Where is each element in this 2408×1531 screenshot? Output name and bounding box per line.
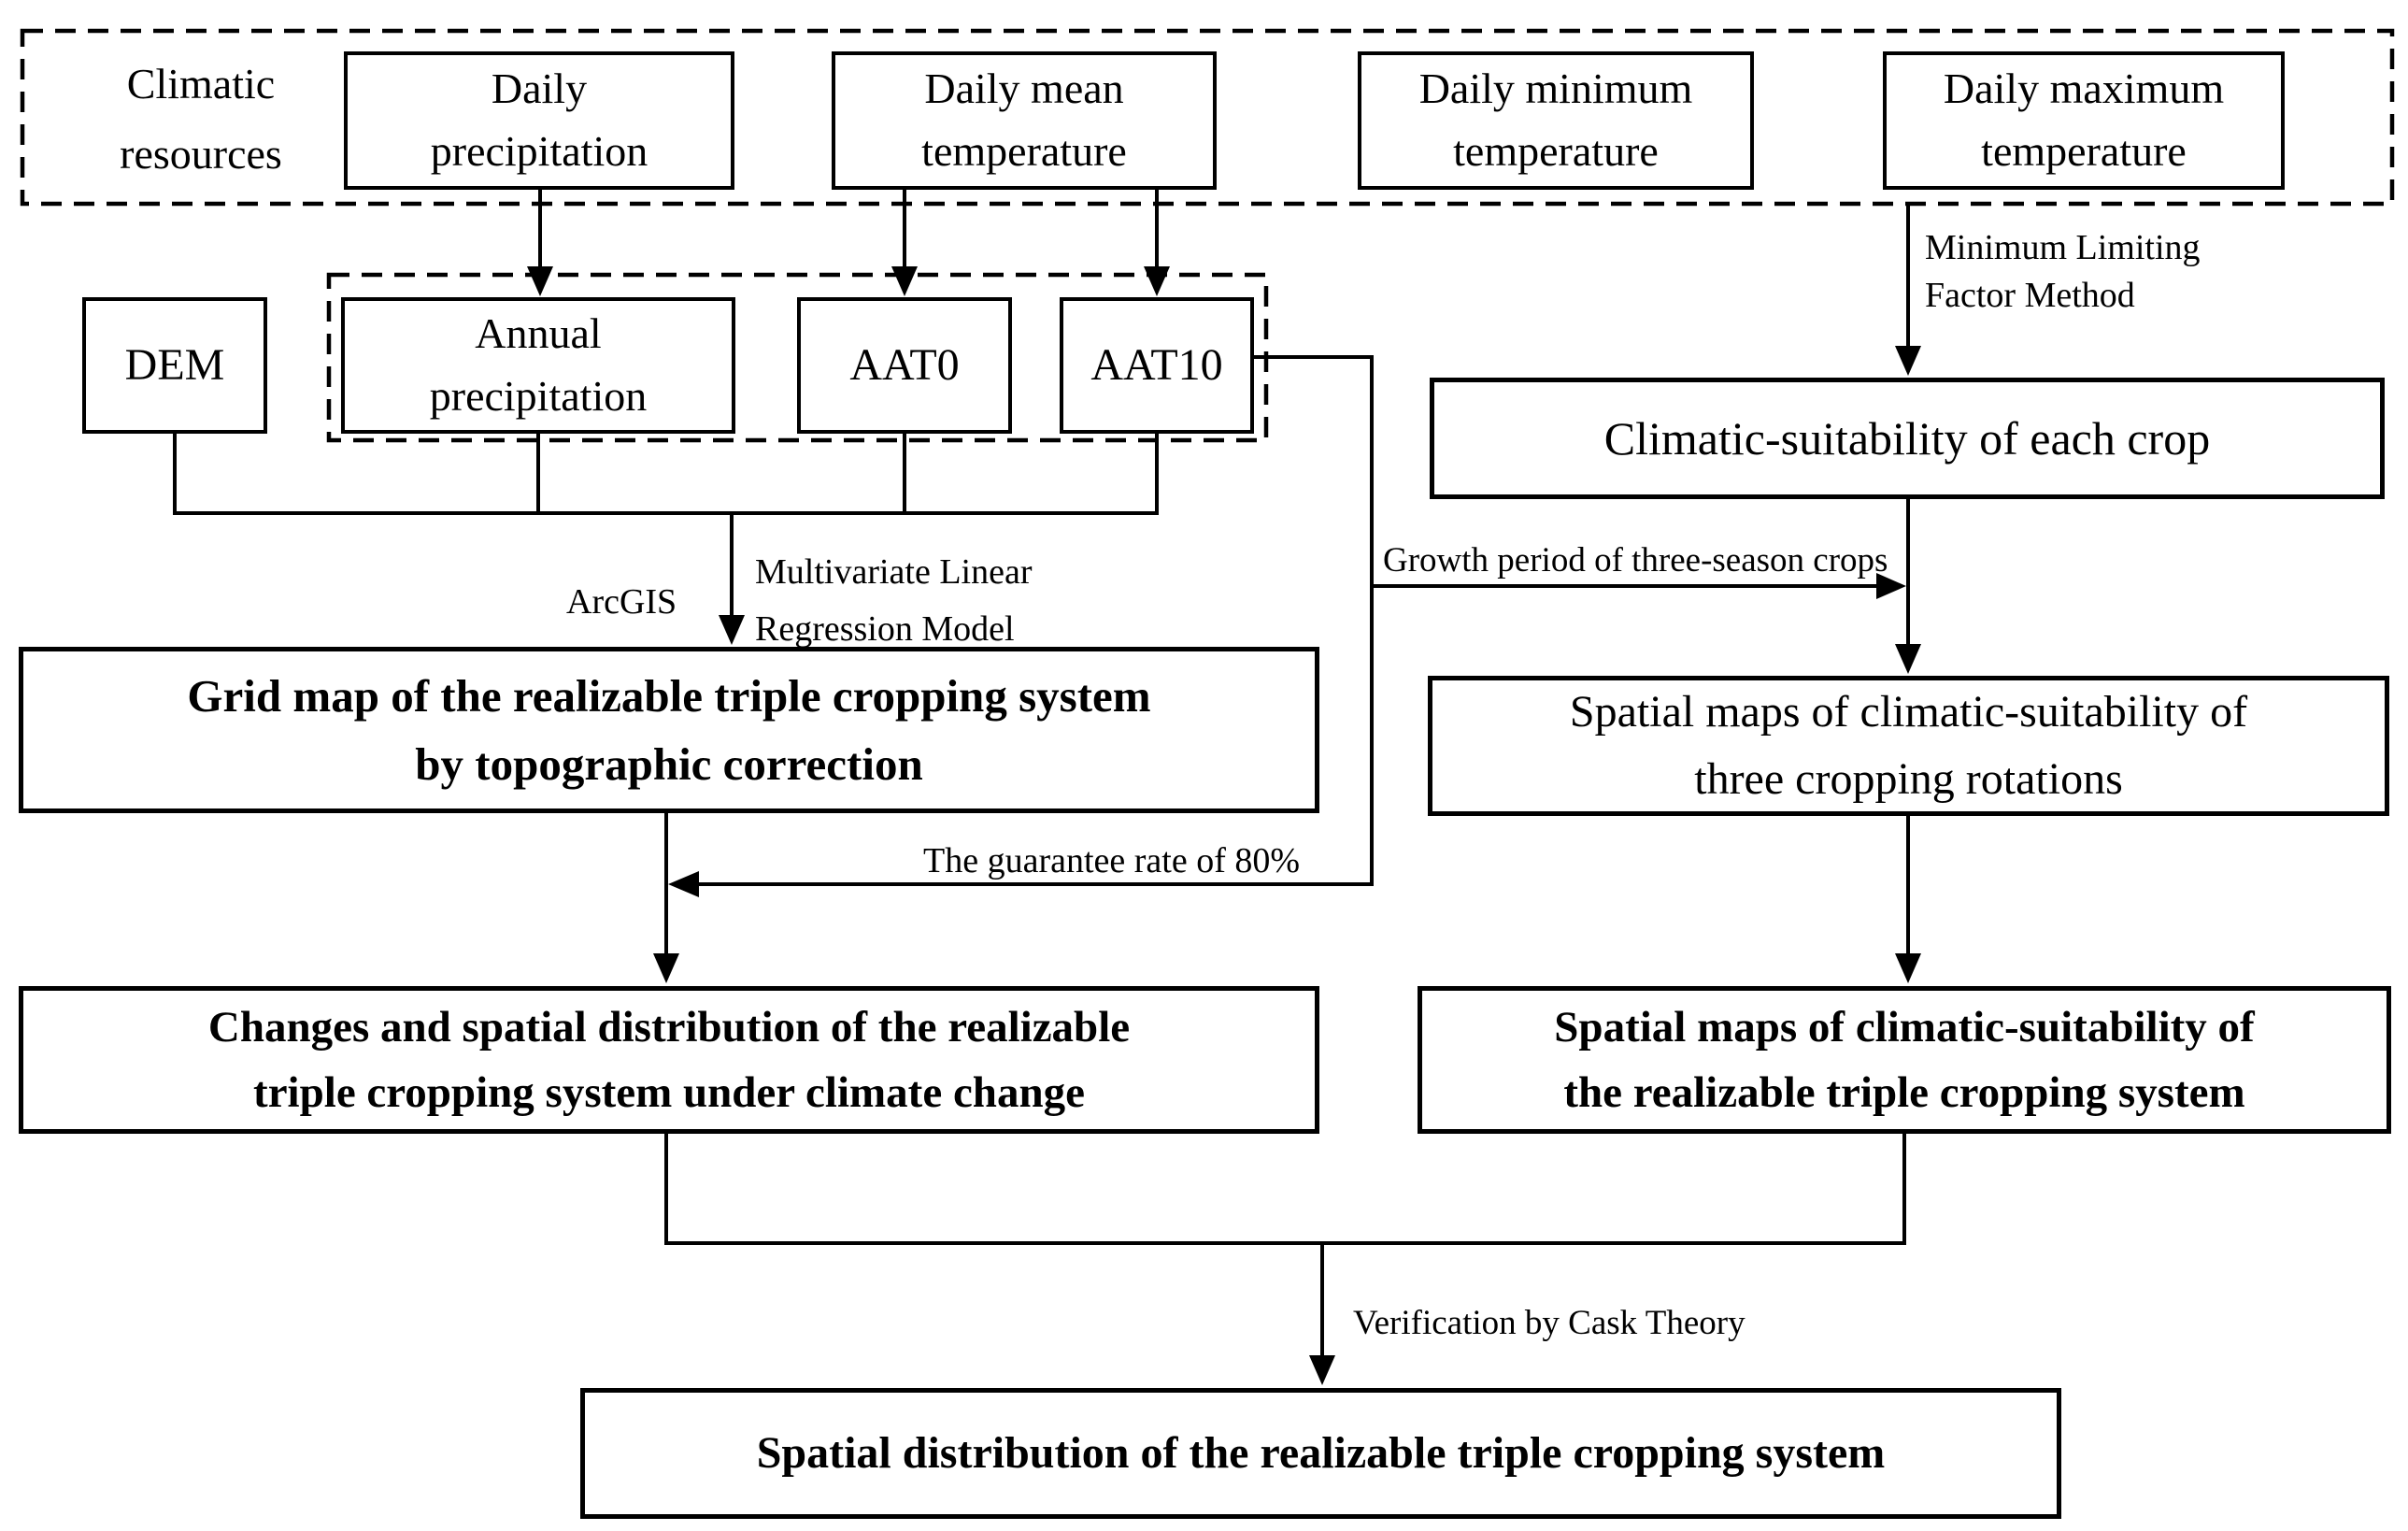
regression-model-label: Multivariate Linear Regression Model <box>755 552 1033 649</box>
box-dem: DEM <box>82 297 267 434</box>
box-spatial-distribution: Spatial distribution of the realizable t… <box>580 1388 2061 1519</box>
box-rotation-suitability-maps: Spatial maps of climatic-suitability of … <box>1428 676 2389 816</box>
box-daily-maximum-temperature: Daily maximum temperature <box>1883 51 2285 190</box>
box-daily-mean-temperature: Daily mean temperature <box>832 51 1217 190</box>
box-realizable-suitability-maps: Spatial maps of climatic-suitability of … <box>1418 986 2391 1134</box>
box-daily-precipitation: Daily precipitation <box>344 51 734 190</box>
guarantee-rate-label: The guarantee rate of 80% <box>923 841 1301 880</box>
climatic-resources-label: Climatic resources <box>120 60 282 178</box>
box-climatic-suitability-each-crop: Climatic-suitability of each crop <box>1430 378 2385 499</box>
box-aat0: AAT0 <box>797 297 1012 434</box>
arrow-rotations-to-realizable <box>1895 816 1921 983</box>
box-aat10: AAT10 <box>1060 297 1254 434</box>
arrow-daily-mean-to-aat10 <box>1144 190 1170 296</box>
arrow-minimum-limiting-method <box>1895 206 1921 376</box>
growth-period-label: Growth period of three-season crops <box>1383 541 1888 579</box>
minimum-limiting-factor-label: Minimum Limiting Factor Method <box>1925 228 2201 315</box>
arrow-bus-to-grid-map <box>719 513 745 645</box>
arcgis-label: ArcGIS <box>566 582 677 622</box>
box-daily-minimum-temperature: Daily minimum temperature <box>1358 51 1754 190</box>
box-annual-precipitation: Annual precipitation <box>341 297 735 434</box>
arrow-daily-precipitation-to-annual <box>527 190 553 296</box>
box-changes-distribution: Changes and spatial distribution of the … <box>19 986 1319 1134</box>
arrow-daily-mean-to-aat0 <box>891 190 918 296</box>
arrow-climatic-suitability-to-rotations <box>1895 498 1921 674</box>
verification-label: Verification by Cask Theory <box>1353 1304 1745 1342</box>
box-grid-map: Grid map of the realizable triple croppi… <box>19 647 1319 813</box>
bus-inputs-to-grid-map <box>173 433 1159 515</box>
arrow-grid-map-to-changes <box>653 813 679 983</box>
